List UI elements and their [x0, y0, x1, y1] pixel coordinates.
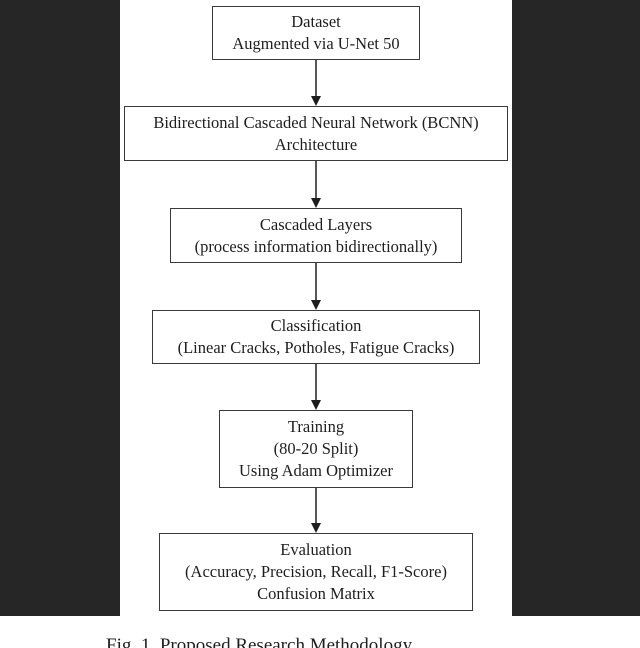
training-title: Training	[287, 417, 345, 436]
dataset-subtitle: Augmented via U-Net 50	[232, 34, 400, 53]
bcnn-subtitle: Architecture	[274, 134, 358, 154]
training-optimizer: Using Adam Optimizer	[239, 461, 393, 480]
figure-page	[120, 0, 512, 616]
left-dark-margin	[0, 0, 120, 616]
training-box: Training (80-20 Split) Using Adam Optimi…	[219, 410, 413, 488]
evaluation-metrics: (Accuracy, Precision, Recall, F1-Score)	[185, 562, 447, 581]
evaluation-title: Evaluation	[280, 540, 352, 559]
bcnn-architecture-box: Bidirectional Cascaded Neural Network (B…	[124, 106, 508, 161]
training-split: (80-20 Split)	[273, 439, 359, 458]
cascaded-layers-subtitle: (process information bidirectionally)	[194, 236, 438, 256]
evaluation-box: Evaluation (Accuracy, Precision, Recall,…	[159, 533, 473, 611]
classification-title: Classification	[270, 316, 362, 335]
cascaded-layers-title: Cascaded Layers	[259, 214, 373, 234]
dataset-title: Dataset	[291, 12, 341, 31]
classification-box: Classification (Linear Cracks, Potholes,…	[152, 310, 480, 364]
bcnn-title: Bidirectional Cascaded Neural Network (B…	[153, 112, 479, 132]
figure-caption: Fig. 1. Proposed Research Methodology	[106, 635, 413, 648]
cascaded-layers-box: Cascaded Layers (process information bid…	[170, 208, 462, 263]
dataset-box: Dataset Augmented via U-Net 50	[212, 6, 420, 60]
right-dark-margin	[512, 0, 640, 616]
evaluation-confusion-matrix: Confusion Matrix	[257, 584, 375, 603]
classification-subtitle: (Linear Cracks, Potholes, Fatigue Cracks…	[177, 338, 455, 357]
